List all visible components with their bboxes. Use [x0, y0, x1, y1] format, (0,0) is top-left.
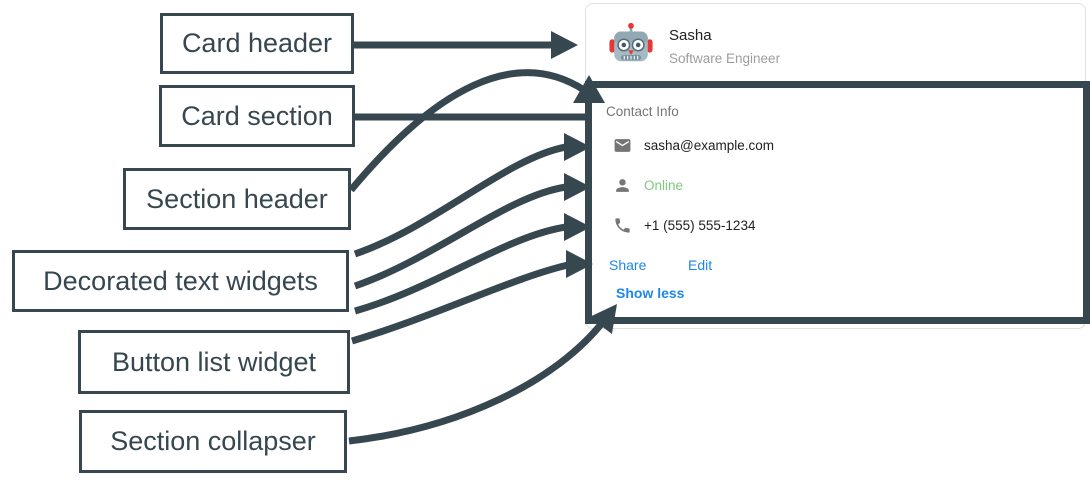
label-section-header-text: Section header	[146, 183, 328, 214]
arrow-button-list	[351, 261, 569, 345]
email-icon	[612, 135, 632, 155]
robot-avatar-icon	[608, 21, 654, 67]
show-less-button[interactable]: Show less	[616, 285, 685, 301]
arrowhead-card-header	[551, 31, 578, 59]
profile-subtitle: Software Engineer	[669, 51, 781, 66]
label-section-header: Section header	[123, 168, 351, 230]
label-decorated-text-widgets: Decorated text widgets	[12, 250, 349, 312]
label-section-collapser: Section collapser	[79, 410, 347, 473]
arrow-section-header	[348, 69, 586, 193]
status-text: Online	[644, 177, 684, 193]
label-card-header-text: Card header	[181, 28, 333, 58]
label-button-list-widget: Button list widget	[78, 330, 350, 394]
profile-name: Sasha	[669, 27, 712, 44]
email-text: sasha@example.com	[644, 137, 775, 153]
profile-card: Sasha Software Engineer Contact Info sas…	[585, 3, 1086, 329]
label-card-section-text: Card section	[181, 100, 333, 131]
label-card-header: Card header	[160, 13, 354, 74]
phone-text: +1 (555) 555-1234	[644, 217, 756, 233]
share-button[interactable]: Share	[609, 257, 647, 273]
arrow-section-collapser	[348, 315, 609, 445]
person-icon	[612, 175, 632, 195]
label-decorated-text-widgets-text: Decorated text widgets	[43, 265, 318, 296]
label-card-section: Card section	[159, 85, 355, 147]
section-header-title: Contact Info	[606, 104, 679, 119]
label-button-list-widget-text: Button list widget	[111, 346, 317, 377]
label-section-collapser-text: Section collapser	[110, 426, 316, 456]
arrow-decorated-text-1	[353, 143, 567, 258]
arrow-decorated-text-2	[353, 183, 567, 290]
phone-icon	[612, 215, 632, 235]
arrow-decorated-text-3	[354, 223, 567, 315]
edit-button[interactable]: Edit	[688, 257, 713, 273]
